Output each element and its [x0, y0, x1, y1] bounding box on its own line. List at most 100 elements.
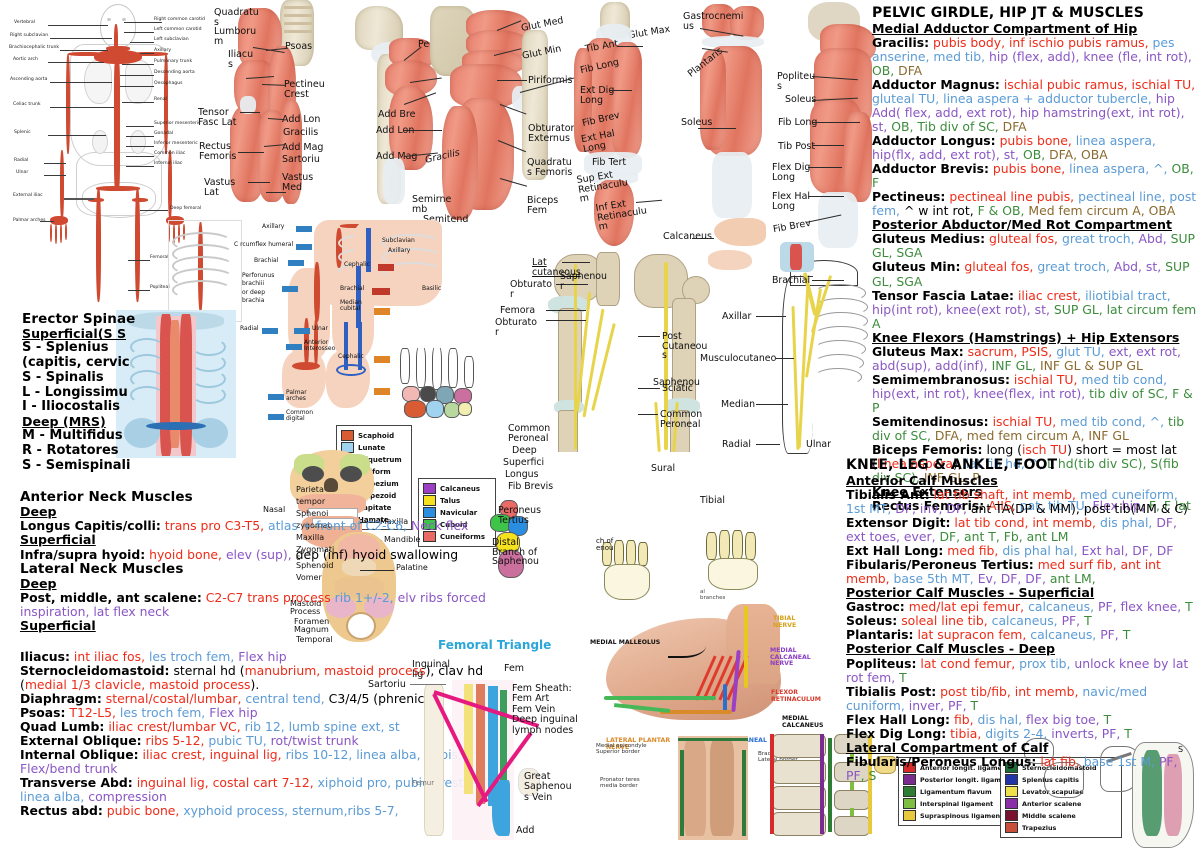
entry-nerve: SUP GL, lat circum fem A	[872, 301, 1197, 331]
deep-hip-adductors	[345, 2, 460, 212]
lig-swatch-2	[903, 786, 916, 797]
entry-action: hip(flx, add, ext rot), st,	[872, 147, 1019, 163]
entry-action: DF, ext toes, ever,	[846, 515, 1177, 545]
lig-label-4: Supraspinous ligament	[920, 811, 1004, 820]
entry-origin: iliac crest,	[1017, 287, 1082, 303]
entry-adductor-longus: Adductor Longus: pubis bone, linea asper…	[872, 134, 1198, 162]
label-pronator-teres: Pronator teres media border	[600, 777, 640, 789]
arrow-common-digital	[268, 414, 284, 420]
entry-insertion: med tib cond,	[1081, 371, 1168, 387]
entry-origin: pubis bone,	[999, 133, 1072, 149]
entry-name: Tibialis Post:	[846, 683, 937, 699]
entry-name: Tensor Fascia Latae:	[872, 287, 1014, 303]
label-calcaneus: Calcaneus	[663, 231, 712, 242]
entry-part: INF GL, P	[923, 469, 980, 485]
entry-name: Adductor Brevis:	[872, 161, 989, 177]
entry-part: sternal hd (	[173, 663, 245, 679]
entry-part: Flex hip	[209, 705, 258, 721]
label-quadratus-lumborum: Quadratu s Lumboru m	[214, 7, 259, 48]
label-biceps-fem: Biceps Fem	[527, 195, 559, 216]
section-heading-3: Knee Extensors	[872, 483, 983, 499]
caption-lateral-plantar-nerve: LATERAL PLANTAR NERVE	[606, 737, 671, 751]
cervical-spine-ligaments-diagram	[762, 730, 892, 846]
label-rectus-femoris: Rectus Femoris	[199, 141, 237, 162]
erector-line-3: L - Longissimu	[22, 384, 128, 400]
entry-rest: dep (inf) hyoid swallowing	[295, 546, 459, 562]
entry-action: PF,	[1100, 627, 1119, 643]
entry-tibialis-post: Tibialis Post: post tib/fib, int memb, n…	[846, 683, 1198, 713]
entry-action: Ev, DF, DF,	[977, 571, 1046, 587]
lower-limb-nerves-posterior	[630, 252, 738, 452]
knee-section-heading-0: Anterior Calf Muscles	[846, 472, 998, 488]
neck-swatch-5	[1005, 822, 1018, 833]
entry-action: flex big toe,	[1026, 711, 1100, 727]
entry-part: ).	[250, 677, 260, 693]
entry-insertion: med tib cond, ^,	[1060, 413, 1165, 429]
label-maxilla: Maxilla	[296, 533, 325, 542]
entry-semitendinosus: Semitendinosus: ischial TU, med tib cond…	[872, 413, 1198, 443]
entry-rectus-abd: Rectus abd: pubic bone, xyphoid process,…	[20, 804, 500, 818]
entry-tibialis-ant: Tibialis Ant: lat tib shaft, int memb, m…	[846, 488, 1198, 516]
entry-name: Plantaris:	[846, 627, 914, 643]
arrow-profundus	[282, 286, 298, 292]
section-heading-2: Knee Flexors (Hamstrings) + Hip Extensor…	[872, 329, 1180, 345]
tarsal-label-0: Calcaneus	[440, 484, 481, 493]
entry-origin: pubis body, inf ischio pubis ramus,	[933, 35, 1149, 51]
anterior-neck-superficial-head: Superficial	[20, 532, 96, 548]
entry-part: int iliac fos,	[73, 649, 146, 664]
entry-name: Gluteus Min:	[872, 259, 961, 275]
entry-part: linea aspera	[876, 455, 953, 471]
label-psoas: Psoas	[285, 41, 313, 52]
lig-swatch-3	[903, 798, 916, 809]
entry-insertion: iliotibial tract,	[1085, 287, 1171, 303]
entry-part: iliac crest, inguinal lig,	[142, 747, 282, 763]
entry-origin: tibia,	[950, 725, 982, 741]
entry-insertion: pes anserine, med tib,	[872, 35, 1175, 65]
skull-base-diagram	[312, 530, 410, 646]
entry-insertion: calcaneus,	[991, 613, 1058, 629]
entry-part: lat fib hd, ^,	[965, 455, 1044, 471]
legend-row: Ligamentum flavum	[903, 786, 1021, 797]
entry-part: les troch fem,	[119, 705, 206, 721]
entry-part: ribs 5-12,	[145, 733, 205, 749]
entry-nerve: T	[1103, 711, 1112, 727]
label-tibial: Tibial	[700, 495, 725, 506]
entry-origin: hyoid bone,	[149, 546, 222, 562]
carpal-label-7: Hamate	[358, 515, 389, 524]
bone-fragment-sketch	[872, 750, 898, 776]
legend-row: Cuboid	[423, 519, 491, 530]
label-nasal: Nasal	[263, 505, 286, 514]
entry-action: hip(ext, int rot), knee(flex, int rot),	[872, 385, 1086, 401]
label-lat-cutaneous: Lat cutaneous	[532, 257, 581, 278]
entry-insertion: calcaneus,	[1028, 599, 1095, 615]
label-sartorius: Sartoriu	[282, 154, 320, 165]
label-temporal: tempor	[296, 497, 326, 506]
entry-peroneus-tertius: Fibularis/Peroneus Tertius: med surf fib…	[846, 558, 1198, 586]
legend-row: Middle scalene	[1005, 810, 1117, 821]
arrow-median-cubital	[374, 308, 390, 315]
entry-name: Longus Capitis/colli:	[20, 518, 161, 534]
label-medial-epicondyle: Medial epicondyle Superior border	[596, 743, 647, 755]
brachial-plexus-diagram	[760, 258, 885, 456]
entry-origin: med surf fib, ant int memb,	[846, 557, 1161, 587]
label-post-cutaneous: Post Cutaneou s	[662, 331, 708, 362]
lateral-neck-deep-head: Deep	[20, 575, 57, 591]
label-radial: Radial	[240, 325, 259, 332]
lig-swatch-0	[903, 762, 916, 773]
caption-medial-calcaneus: MEDIAL CALCANEUS	[782, 715, 824, 729]
label-common-digital: Common digital	[286, 409, 314, 423]
entry-scm: Sternocleidomastoid: sternal hd (manubri…	[20, 664, 500, 692]
label-obturator-externus: Obturator Externus	[528, 123, 575, 144]
entry-name: Gluteus Medius:	[872, 231, 986, 247]
neck-swatch-3	[1005, 798, 1018, 809]
section-heading-0: Medial Adductor Compartment of Hip	[872, 20, 1138, 36]
lig-label-1: Posterior longit. ligament	[920, 775, 1013, 784]
lower-limb-nerves-anterior	[530, 252, 638, 452]
label-cephalic-2: Cephalic	[338, 353, 364, 360]
upper-limb-veins-diagram	[308, 214, 444, 414]
entry-name: Psoas:	[20, 705, 66, 721]
section-heading-1: Posterior Abductor/Med Rot Compartment	[872, 217, 1173, 233]
erector-line-4: I - Iliocostalis	[22, 399, 120, 415]
entry-part: les troch fem,	[148, 649, 235, 664]
erector-spinae-back-muscles-image	[116, 310, 236, 458]
